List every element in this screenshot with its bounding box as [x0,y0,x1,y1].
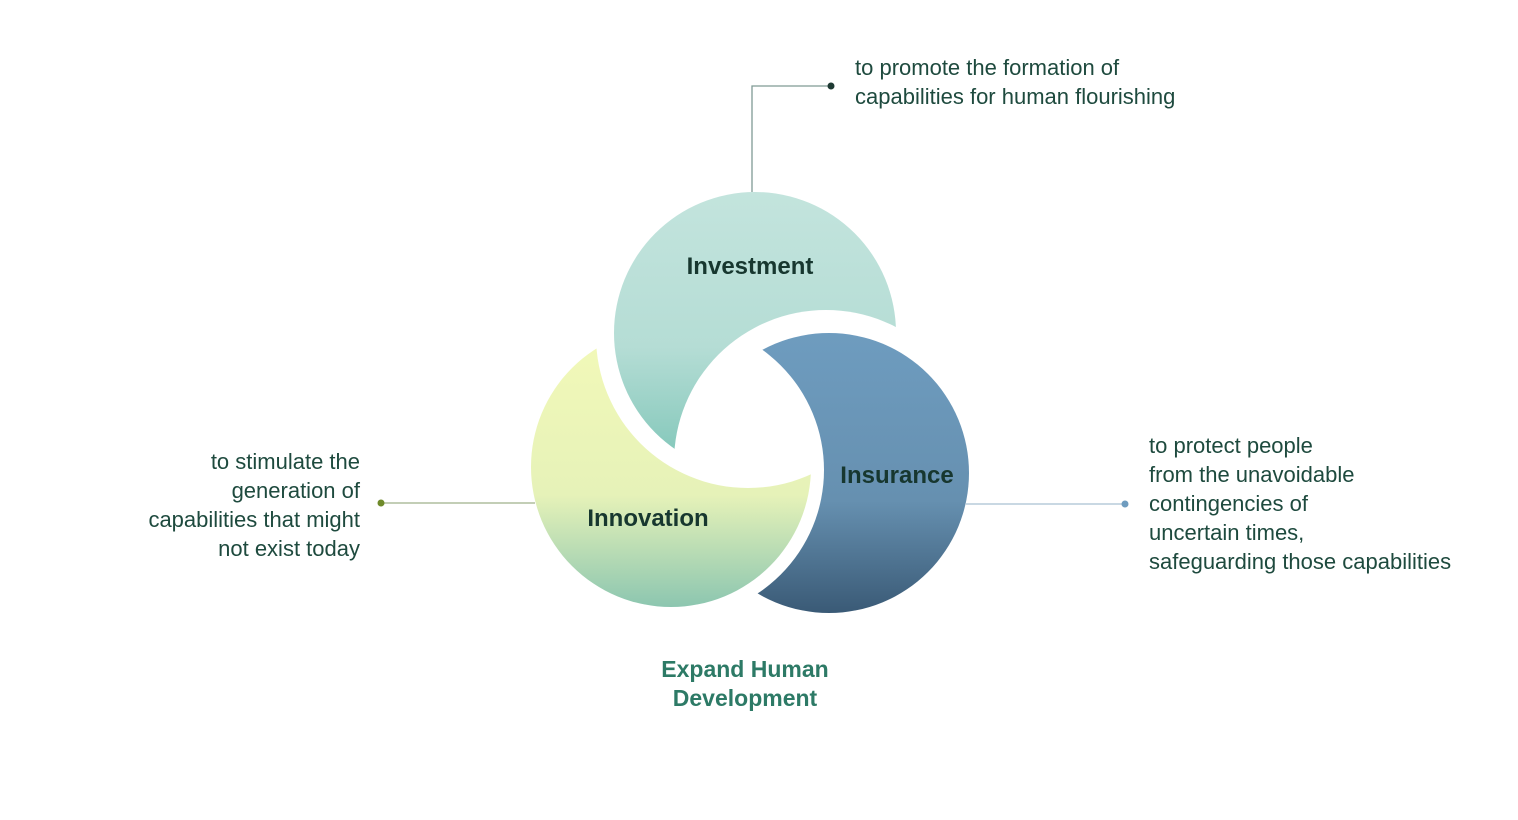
innovation-label: Innovation [587,505,708,532]
title-line-1: Expand Human [661,656,829,682]
diagram-title: Expand Human Development [600,655,890,713]
investment-description: to promote the formation of capabilities… [855,55,1176,109]
insurance-description: to protect people from the unavoidable c… [1149,433,1452,574]
innovation-segment [531,327,811,607]
investment-label: Investment [687,253,814,280]
insurance-connector-dot [1121,500,1129,508]
insurance-label: Insurance [840,462,953,489]
investment-connector [751,85,831,192]
innovation-description: to stimulate the generation of capabilit… [148,449,360,561]
title-line-2: Development [672,685,818,711]
investment-connector-dot [827,82,835,90]
innovation-connector-dot [377,499,385,507]
